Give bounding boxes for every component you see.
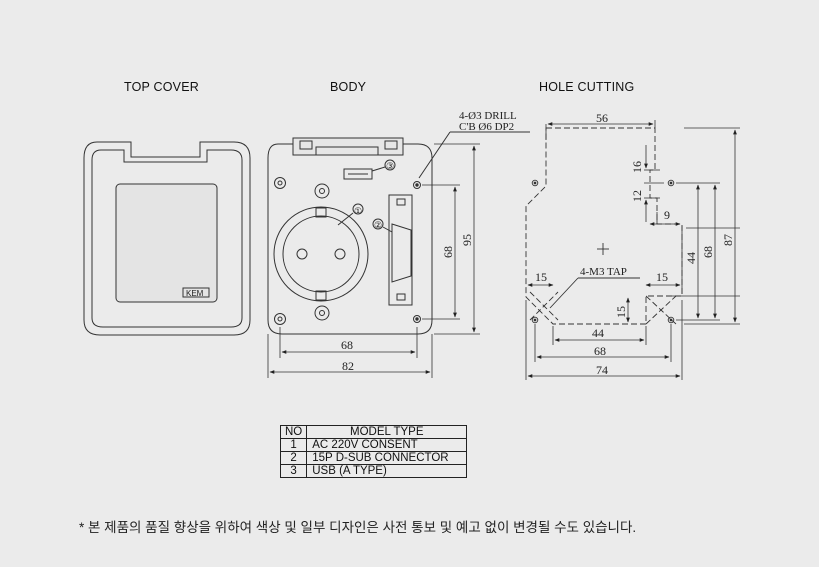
drill-note-line1: 4-Ø3 DRILL: [459, 110, 517, 122]
dim-56: 56: [596, 111, 608, 125]
table-row: 3 USB (A TYPE): [279, 464, 468, 478]
dim-44-horizontal: 44: [592, 326, 604, 340]
body-labels: ① ② ③ 4-Ø3 DRILL C'B Ø6 DP2 68 82 68 95: [341, 110, 517, 373]
tap-hole-br: [667, 316, 675, 324]
dim-74-horizontal: 74: [596, 363, 608, 377]
callout-3-label: ③: [386, 161, 394, 171]
model-spec-table: NO MODEL TYPE 1 AC 220V CONSENT 2 15P D-…: [279, 425, 468, 478]
dim-44-vertical: 44: [684, 252, 698, 264]
table-header-row: NO MODEL TYPE: [279, 425, 468, 439]
table-cell-no: 1: [279, 438, 308, 452]
dim-9: 9: [664, 208, 670, 222]
dim-68-horizontal-hole: 68: [594, 344, 606, 358]
table-header-model-type: MODEL TYPE: [306, 425, 468, 439]
dim-12: 12: [630, 190, 644, 202]
table-cell-no: 2: [279, 451, 308, 465]
callout-2: [372, 218, 393, 233]
mount-hole-bl: [274, 313, 286, 325]
hole-labels: 56 16 12 9 44 68 87 4-M3 TAP 15 15 15 44…: [535, 111, 735, 377]
callout-1: [337, 203, 364, 226]
hole-dim-lines: [525, 120, 740, 380]
top-cover-view: KEM: [83, 141, 251, 336]
table-cell-desc: 15P D-SUB CONNECTOR: [306, 451, 468, 465]
table-header-no: NO: [279, 425, 308, 439]
callout-3: [371, 159, 396, 172]
socket-screw-top: [314, 183, 330, 199]
ac-socket: [273, 206, 369, 302]
table-cell-no: 3: [279, 464, 308, 478]
dsub-connector: [388, 194, 413, 306]
tap-note-leader: [549, 277, 579, 309]
drill-note-leader: [418, 131, 451, 179]
mount-hole-tr: [413, 181, 421, 189]
dim-68-vertical: 68: [441, 246, 455, 258]
dim-15-right: 15: [656, 270, 668, 284]
usb-port: [343, 168, 373, 180]
cutout-outline: [525, 127, 683, 325]
brand-label: KEM: [186, 289, 204, 298]
hole-cutting-title: HOLE CUTTING: [539, 80, 635, 94]
callout-1-label: ①: [354, 206, 362, 216]
top-cover-lid: [115, 183, 218, 303]
brand-label-box: [182, 287, 210, 298]
table-row: 1 AC 220V CONSENT: [279, 438, 468, 452]
callout-2-label: ②: [374, 220, 382, 230]
footnote: * 본 제품의 품질 향상을 위하여 색상 및 일부 디자인은 사전 통보 및 …: [79, 520, 637, 535]
top-cover-title: TOP COVER: [124, 80, 199, 94]
mount-hole-br: [413, 315, 421, 323]
table-cell-desc: USB (A TYPE): [306, 464, 468, 478]
body-view: [267, 131, 530, 378]
dim-82-horizontal: 82: [342, 359, 354, 373]
table-cell-desc: AC 220V CONSENT: [306, 438, 468, 452]
drill-note-line2: C'B Ø6 DP2: [459, 121, 514, 133]
mount-hole-tl: [274, 177, 286, 189]
dim-16: 16: [630, 161, 644, 173]
tap-hole-tl: [531, 179, 539, 187]
dim-95-vertical: 95: [460, 234, 474, 246]
socket-screw-bottom: [314, 305, 330, 321]
tap-note: 4-M3 TAP: [580, 266, 627, 278]
tap-hole-tr: [667, 179, 675, 187]
tap-hole-bl: [531, 316, 539, 324]
dim-87-vertical: 87: [721, 234, 735, 246]
tap-cross-left-2: [529, 291, 559, 321]
dim-15-left: 15: [535, 270, 547, 284]
tap-cross-right-2: [645, 295, 677, 325]
dim-68-vertical-hole: 68: [701, 246, 715, 258]
top-cover-inner-outline: [91, 149, 243, 328]
dim-15-vertical: 15: [614, 306, 628, 318]
hole-cutting-view: [525, 120, 740, 380]
dim-68-horizontal: 68: [341, 338, 353, 352]
body-dim-lines: [267, 143, 480, 378]
body-title: BODY: [330, 80, 367, 94]
body-outline: [267, 143, 433, 335]
table-row: 2 15P D-SUB CONNECTOR: [279, 451, 468, 465]
top-cover-outline: [83, 141, 251, 336]
